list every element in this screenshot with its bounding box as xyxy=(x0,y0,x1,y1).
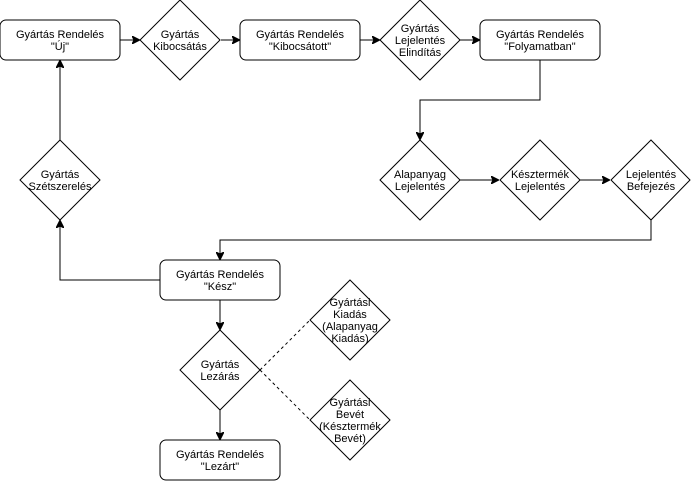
rendeles-lezart-line: Gyártás Rendelés xyxy=(176,449,265,461)
lejelentes-ind-line: Lejelentés xyxy=(395,35,446,47)
node-rendeles-folyamatban: Gyártás Rendelés"Folyamatban" xyxy=(479,19,601,61)
node-rendeles-folyamatban-label: Gyártás Rendelés"Folyamatban" xyxy=(496,29,585,53)
lej-befejezes-line: Befejezés xyxy=(627,181,676,193)
node-rendeles-lezart-label: Gyártás Rendelés"Lezárt" xyxy=(176,449,265,473)
kiadas-line: Kiadás xyxy=(333,309,367,321)
bevet-line: (Késztermék xyxy=(319,421,381,433)
kibocsatas-line: Gyártás xyxy=(161,29,200,41)
bevet-line: Gyártási xyxy=(330,397,371,409)
szetszereles-line: Gyártás xyxy=(41,169,80,181)
edge-folyamatban-to-alapanyag xyxy=(420,60,541,139)
node-rendeles-kesz: Gyártás Rendelés"Kész" xyxy=(159,259,281,301)
node-rendeles-uj-label: Gyártás Rendelés"Új" xyxy=(16,29,105,53)
rendeles-folyamat-line: Gyártás Rendelés xyxy=(496,29,585,41)
rendeles-kibocs-line: Gyártás Rendelés xyxy=(256,29,345,41)
edge-lezaras-to-bevet xyxy=(259,369,311,421)
lezaras-line: Gyártás xyxy=(201,359,240,371)
bevet-line: Bevét) xyxy=(334,433,366,445)
lejelentes-ind-line: Elindítás xyxy=(399,47,442,59)
alapanyag-lej-line: Alapanyag xyxy=(394,169,446,181)
rendeles-folyamat-line: "Folyamatban" xyxy=(504,41,575,53)
node-rendeles-kesz-label: Gyártás Rendelés"Kész" xyxy=(176,269,265,293)
node-rendeles-uj: Gyártás Rendelés"Új" xyxy=(0,19,121,61)
edge-lezaras-to-kiadas xyxy=(259,319,311,371)
kiadas-line: Gyártási xyxy=(330,297,371,309)
node-rendeles-kibocsatott: Gyártás Rendelés"Kibocsátott" xyxy=(239,19,361,61)
alapanyag-lej-line: Lejelentés xyxy=(395,181,446,193)
kiadas-line: Kiadás) xyxy=(331,333,368,345)
edges xyxy=(60,40,652,439)
rendeles-kesz-line: Gyártás Rendelés xyxy=(176,269,265,281)
rendeles-kibocs-line: "Kibocsátott" xyxy=(269,41,331,53)
keszt-lej-line: Késztermék xyxy=(511,169,570,181)
rendeles-uj-line: Gyártás Rendelés xyxy=(16,29,105,41)
kiadas-line: (Alapanyag xyxy=(322,321,378,333)
rendeles-uj-line: "Új" xyxy=(51,40,69,53)
node-rendeles-lezart: Gyártás Rendelés"Lezárt" xyxy=(159,439,281,481)
szetszereles-line: Szétszerelés xyxy=(29,181,92,193)
rendeles-kesz-line: "Kész" xyxy=(204,281,236,293)
edge-kesz-to-szetszereles xyxy=(60,221,160,281)
lej-befejezes-line: Lejelentés xyxy=(626,169,677,181)
kibocsatas-line: Kibocsátás xyxy=(153,41,207,53)
lejelentes-ind-line: Gyártás xyxy=(401,23,440,35)
bevet-line: Bevét xyxy=(336,409,364,421)
rendeles-lezart-line: "Lezárt" xyxy=(201,461,239,473)
node-rendeles-kibocsatott-label: Gyártás Rendelés"Kibocsátott" xyxy=(256,29,345,53)
edge-befejezes-to-kesz xyxy=(220,220,652,259)
lezaras-line: Lezárás xyxy=(200,371,240,383)
keszt-lej-line: Lejelentés xyxy=(515,181,566,193)
